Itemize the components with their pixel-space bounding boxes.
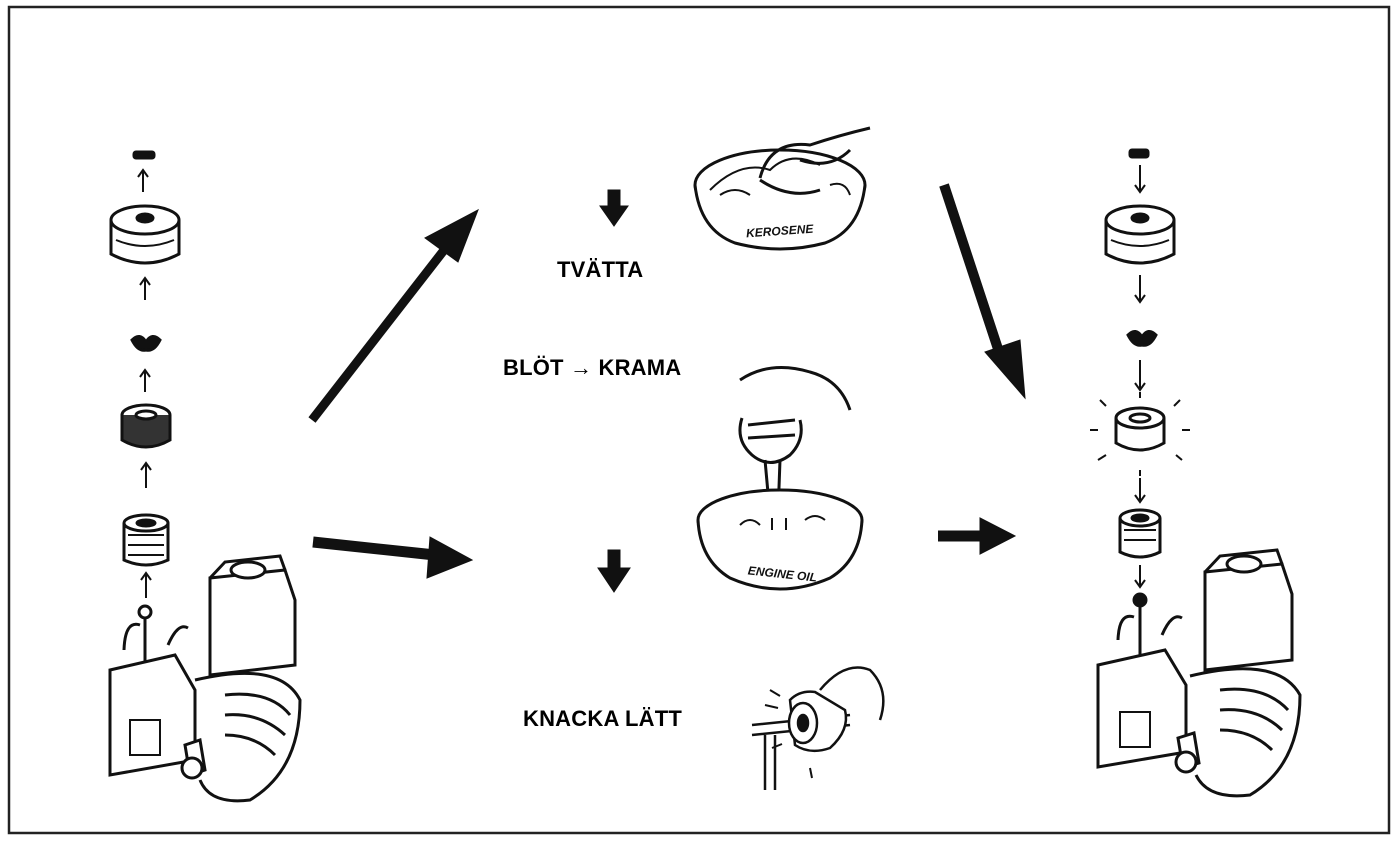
down-arrow-wash <box>599 189 629 227</box>
clean-foam-element-part <box>1090 392 1190 476</box>
arrow-from-wash-to-reassembly <box>939 183 1026 400</box>
air-cleaner-cover-part-r <box>1104 204 1176 265</box>
kerosene-label: KEROSENE <box>746 222 815 241</box>
engine-oil-basin <box>696 366 864 591</box>
reassembly-column <box>1090 148 1190 589</box>
hand-washing-icon <box>758 126 871 195</box>
step-label-soak-squeeze: BLÖT → KRAMA <box>503 355 682 380</box>
engine-left <box>108 554 302 803</box>
foam-element-part <box>120 403 172 449</box>
down-arrow-tap <box>597 549 631 593</box>
paper-element-part <box>122 513 170 567</box>
arrow-to-paper-element-branch <box>312 536 474 579</box>
disassembly-column <box>109 150 181 598</box>
tap-element-illustration <box>751 666 885 790</box>
paper-element-part-r <box>1118 508 1162 559</box>
flow-arrows <box>308 183 1026 593</box>
wing-nut-part-r <box>1128 148 1150 159</box>
arrow-from-oil-to-reassembly <box>938 517 1017 555</box>
air-cleaner-cover-part <box>109 204 181 265</box>
step-label-tap-lightly: KNACKA LÄTT <box>523 706 683 731</box>
wing-nut-part-r2 <box>1126 330 1158 347</box>
figure-border <box>7 5 1391 835</box>
wing-nut-part <box>132 150 156 160</box>
kerosene-basin <box>693 126 871 251</box>
step-label-wash: TVÄTTA <box>557 257 644 282</box>
arrow-to-foam-element-branch <box>308 208 479 423</box>
engine-right <box>1096 548 1302 798</box>
hand-squeezing-icon <box>738 366 852 464</box>
wing-nut-part-2 <box>130 335 162 352</box>
